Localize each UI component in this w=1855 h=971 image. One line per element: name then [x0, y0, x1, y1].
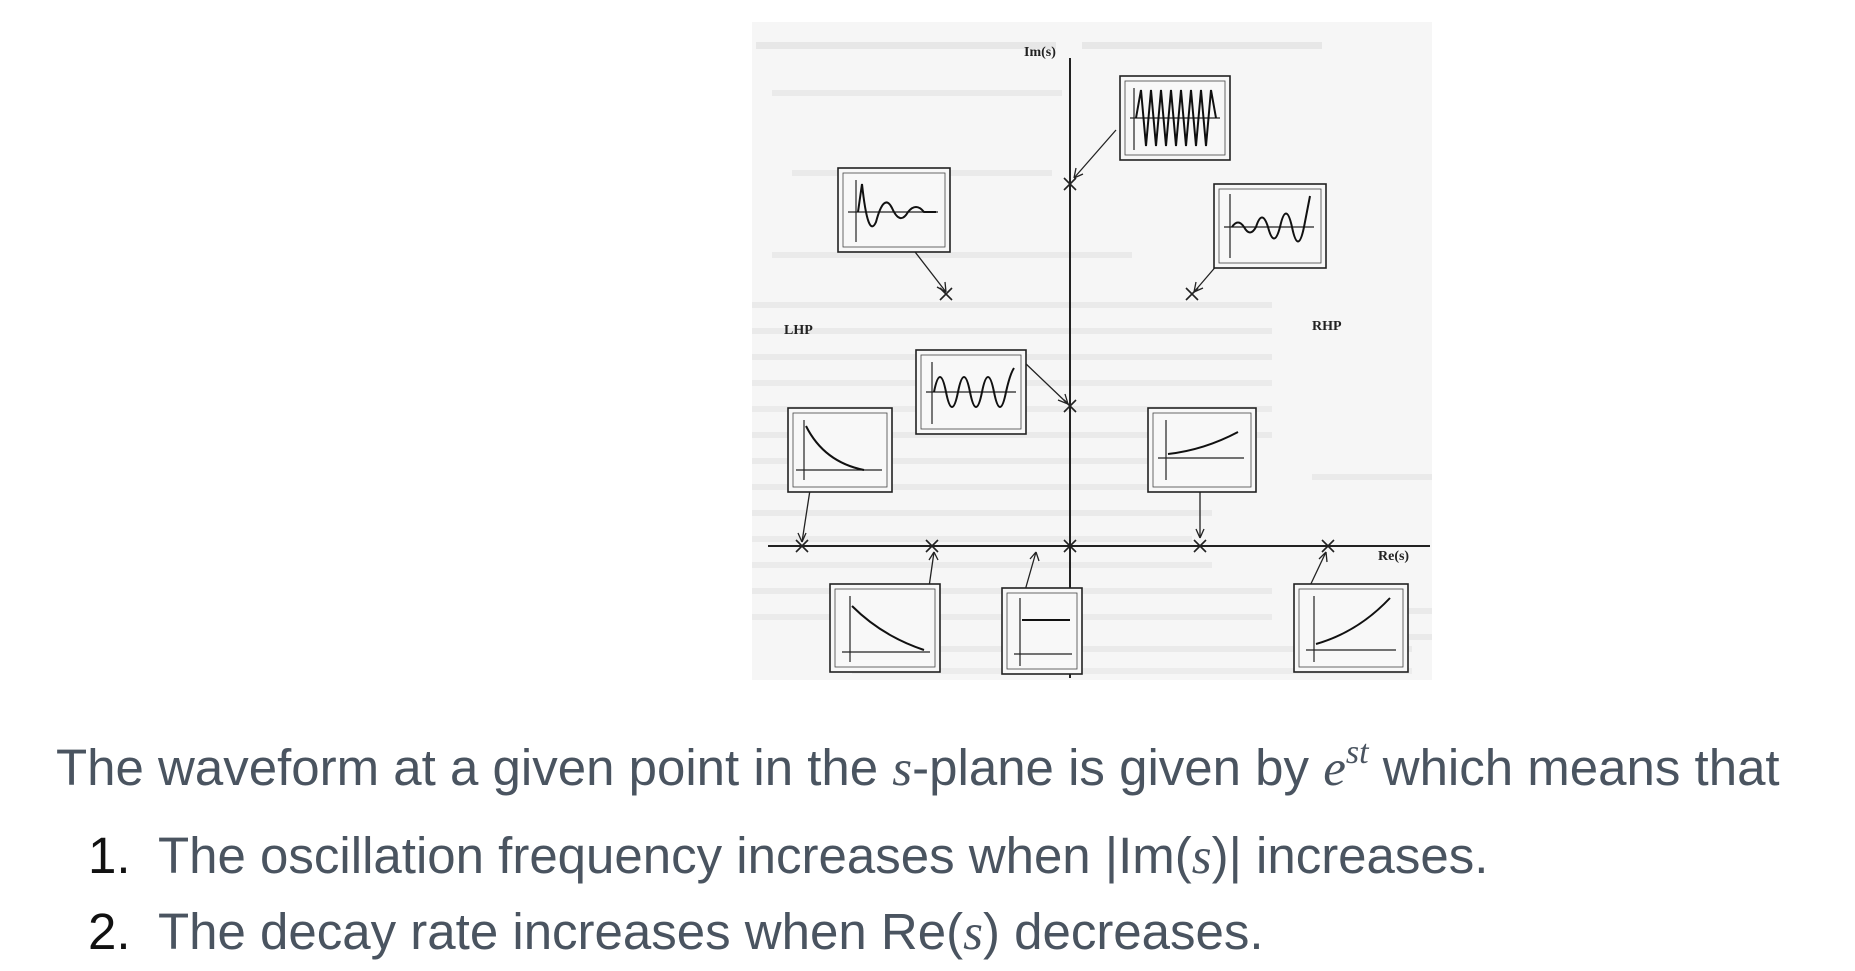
intro-exponent: st: [1345, 734, 1369, 771]
list-item: 2. The decay rate increases when Re(s) de…: [88, 902, 1264, 963]
background-text-lines: [752, 42, 1432, 674]
waveform-box-decaying-oscillation: [837, 167, 951, 253]
waveform-box-slow-decay: [829, 583, 941, 673]
pointer-arrow: [1073, 129, 1117, 179]
pole-marker: [925, 539, 939, 553]
pointer-arrow: [1195, 492, 1205, 539]
pointer-arrow: [911, 247, 947, 293]
intro-e-symbol: e: [1323, 741, 1346, 797]
pole-marker: [1321, 539, 1335, 553]
waveform-box-growing-oscillation: [1213, 183, 1327, 269]
pole-marker: [1193, 539, 1207, 553]
intro-text-after: which means that: [1368, 739, 1780, 796]
intro-text-before: The waveform at a given point in the: [56, 739, 893, 796]
pointer-arrow: [1023, 551, 1040, 595]
lhp-label: LHP: [784, 323, 813, 338]
waveform-box-step: [1001, 587, 1083, 675]
list-item-number: 2.: [88, 903, 131, 960]
list-item-text-after: ) decreases.: [982, 903, 1264, 960]
intro-s-symbol: s: [892, 741, 913, 797]
real-axis-label: Re(s): [1378, 549, 1409, 564]
pole-marker: [795, 539, 809, 553]
intro-sentence: The waveform at a given point in the s-p…: [56, 736, 1780, 799]
rhp-label: RHP: [1312, 319, 1342, 334]
pole-marker: [1063, 177, 1077, 191]
pointer-arrow: [1023, 361, 1069, 405]
s-plane-figure: Im(s) Re(s) LHP RHP: [752, 22, 1432, 680]
waveform-box-exponential-growth: [1293, 583, 1409, 673]
list-item-number: 1.: [88, 827, 131, 884]
list-item-text-before: The oscillation frequency increases when…: [158, 827, 1192, 884]
waveform-box-sustained-oscillation: [915, 349, 1027, 435]
waveform-box-high-frequency: [1119, 75, 1231, 161]
list-item: 1. The oscillation frequency increases wh…: [88, 826, 1488, 887]
pole-marker: [1063, 539, 1077, 553]
imaginary-axis-label: Im(s): [1024, 45, 1056, 60]
list-item-text-before: The decay rate increases when Re(: [158, 903, 964, 960]
list-item-s-symbol: s: [963, 905, 983, 961]
waveform-box-fast-decay: [787, 407, 893, 493]
pointer-arrow: [797, 489, 811, 543]
waveform-box-slow-growth: [1147, 407, 1257, 493]
intro-text-middle: -plane is given by: [912, 739, 1324, 796]
list-item-text-after: )| increases.: [1211, 827, 1489, 884]
list-item-s-symbol: s: [1191, 829, 1212, 885]
